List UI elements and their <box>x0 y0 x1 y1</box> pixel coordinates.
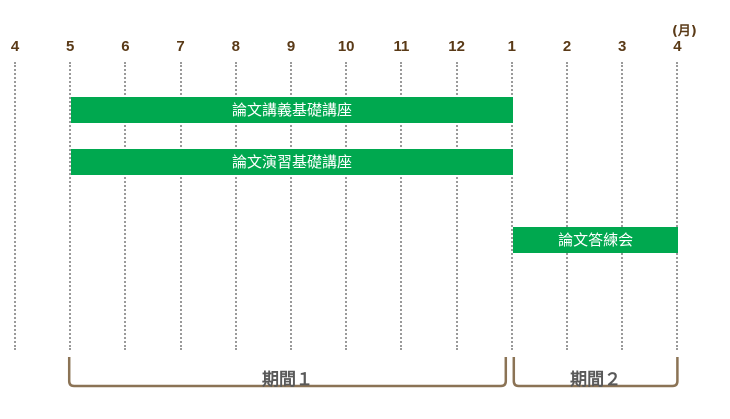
period-label-1: 期間１ <box>261 370 313 390</box>
month-label: 3 <box>618 38 627 55</box>
month-label: 9 <box>286 38 296 55</box>
period-label-2: 期間２ <box>570 370 622 390</box>
month-gridline <box>124 62 127 350</box>
unit-label: (月) <box>671 24 697 39</box>
bar-lecture-basic: 論文講義基礎講座 <box>71 97 513 123</box>
month-gridline <box>14 62 16 350</box>
month-label: 5 <box>66 38 75 55</box>
month-gridline <box>179 62 182 350</box>
bar-answer-practice: 論文答練会 <box>512 227 679 253</box>
month-gridline <box>566 62 568 350</box>
month-label: 12 <box>448 38 465 55</box>
month-gridline <box>69 62 72 350</box>
month-gridline <box>676 62 679 350</box>
month-gridline <box>290 62 292 350</box>
month-gridline <box>455 62 458 350</box>
month-label: 7 <box>176 38 185 55</box>
month-label: 10 <box>337 38 355 55</box>
month-label: 11 <box>393 38 410 55</box>
period-bracket-1 <box>67 357 508 388</box>
month-label: 8 <box>231 38 240 55</box>
month-label: 2 <box>562 38 572 55</box>
month-gridline <box>510 62 513 350</box>
month-label: 6 <box>121 38 130 55</box>
month-label: 4 <box>10 38 20 55</box>
month-gridline <box>234 62 237 350</box>
month-gridline <box>400 62 403 350</box>
month-label: 4 <box>673 38 682 55</box>
month-gridline <box>621 62 624 350</box>
period-bracket-2 <box>512 357 679 388</box>
month-label: 1 <box>507 38 516 55</box>
bar-exercise-basic: 論文演習基礎講座 <box>71 149 513 175</box>
month-gridline <box>345 62 348 350</box>
